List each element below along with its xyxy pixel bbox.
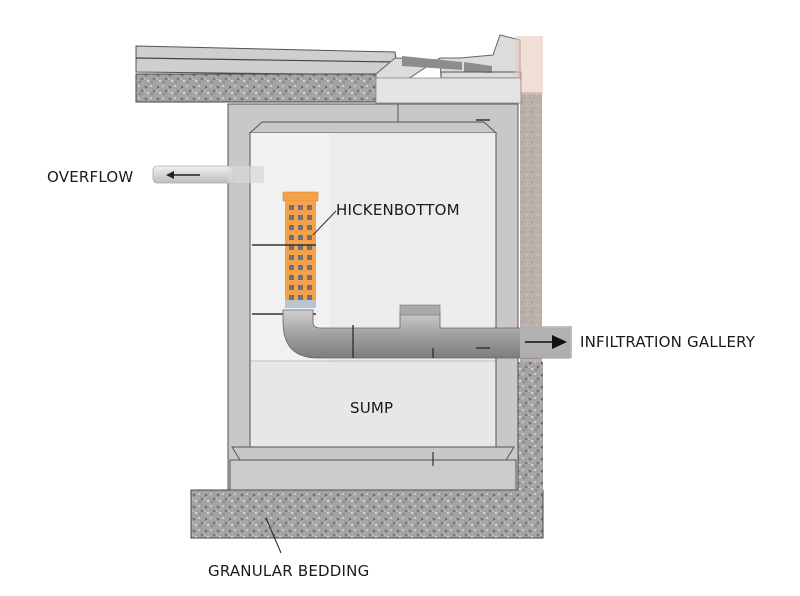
perforation-hole [289, 255, 294, 260]
perforation-hole [298, 205, 303, 210]
perforation-hole [298, 275, 303, 280]
perforation-hole [289, 235, 294, 240]
perforation-hole [307, 235, 312, 240]
perforation-hole [307, 295, 312, 300]
perforation-hole [289, 215, 294, 220]
perforation-hole [307, 215, 312, 220]
infiltration-gallery-label: INFILTRATION GALLERY [580, 333, 756, 351]
perforation-hole [289, 205, 294, 210]
outlet-pipe [282, 304, 572, 359]
overflow-pipe [152, 165, 264, 184]
hickenbottom-intake [282, 191, 319, 308]
perforation-hole [298, 285, 303, 290]
perforation-hole [298, 215, 303, 220]
perforation-hole [289, 245, 294, 250]
perforation-hole [307, 205, 312, 210]
perforation-hole [307, 245, 312, 250]
perforation-hole [307, 265, 312, 270]
perforation-hole [307, 285, 312, 290]
perforation-hole [298, 245, 303, 250]
sump-zone [250, 361, 496, 447]
perforation-hole [289, 295, 294, 300]
hickenbottom-label: HICKENBOTTOM [336, 201, 460, 219]
granular-bedding-label: GRANULAR BEDDING [208, 562, 370, 580]
overflow-label: OVERFLOW [47, 168, 134, 186]
base-slab [231, 446, 515, 461]
perforation-hole [298, 225, 303, 230]
side-backfill [516, 362, 543, 492]
perforation-hole [298, 295, 303, 300]
perforation-hole [298, 235, 303, 240]
perforation-hole [289, 275, 294, 280]
perforation-hole [298, 265, 303, 270]
pavement-base-gravel [135, 73, 377, 103]
perforation-hole [289, 265, 294, 270]
perforation-hole [307, 275, 312, 280]
perforation-hole [307, 255, 312, 260]
sump-label: SUMP [350, 399, 394, 417]
granular-bedding [190, 489, 544, 539]
perforation-hole [289, 225, 294, 230]
perforation-hole [289, 285, 294, 290]
perforation-hole [298, 255, 303, 260]
perforation-hole [307, 225, 312, 230]
